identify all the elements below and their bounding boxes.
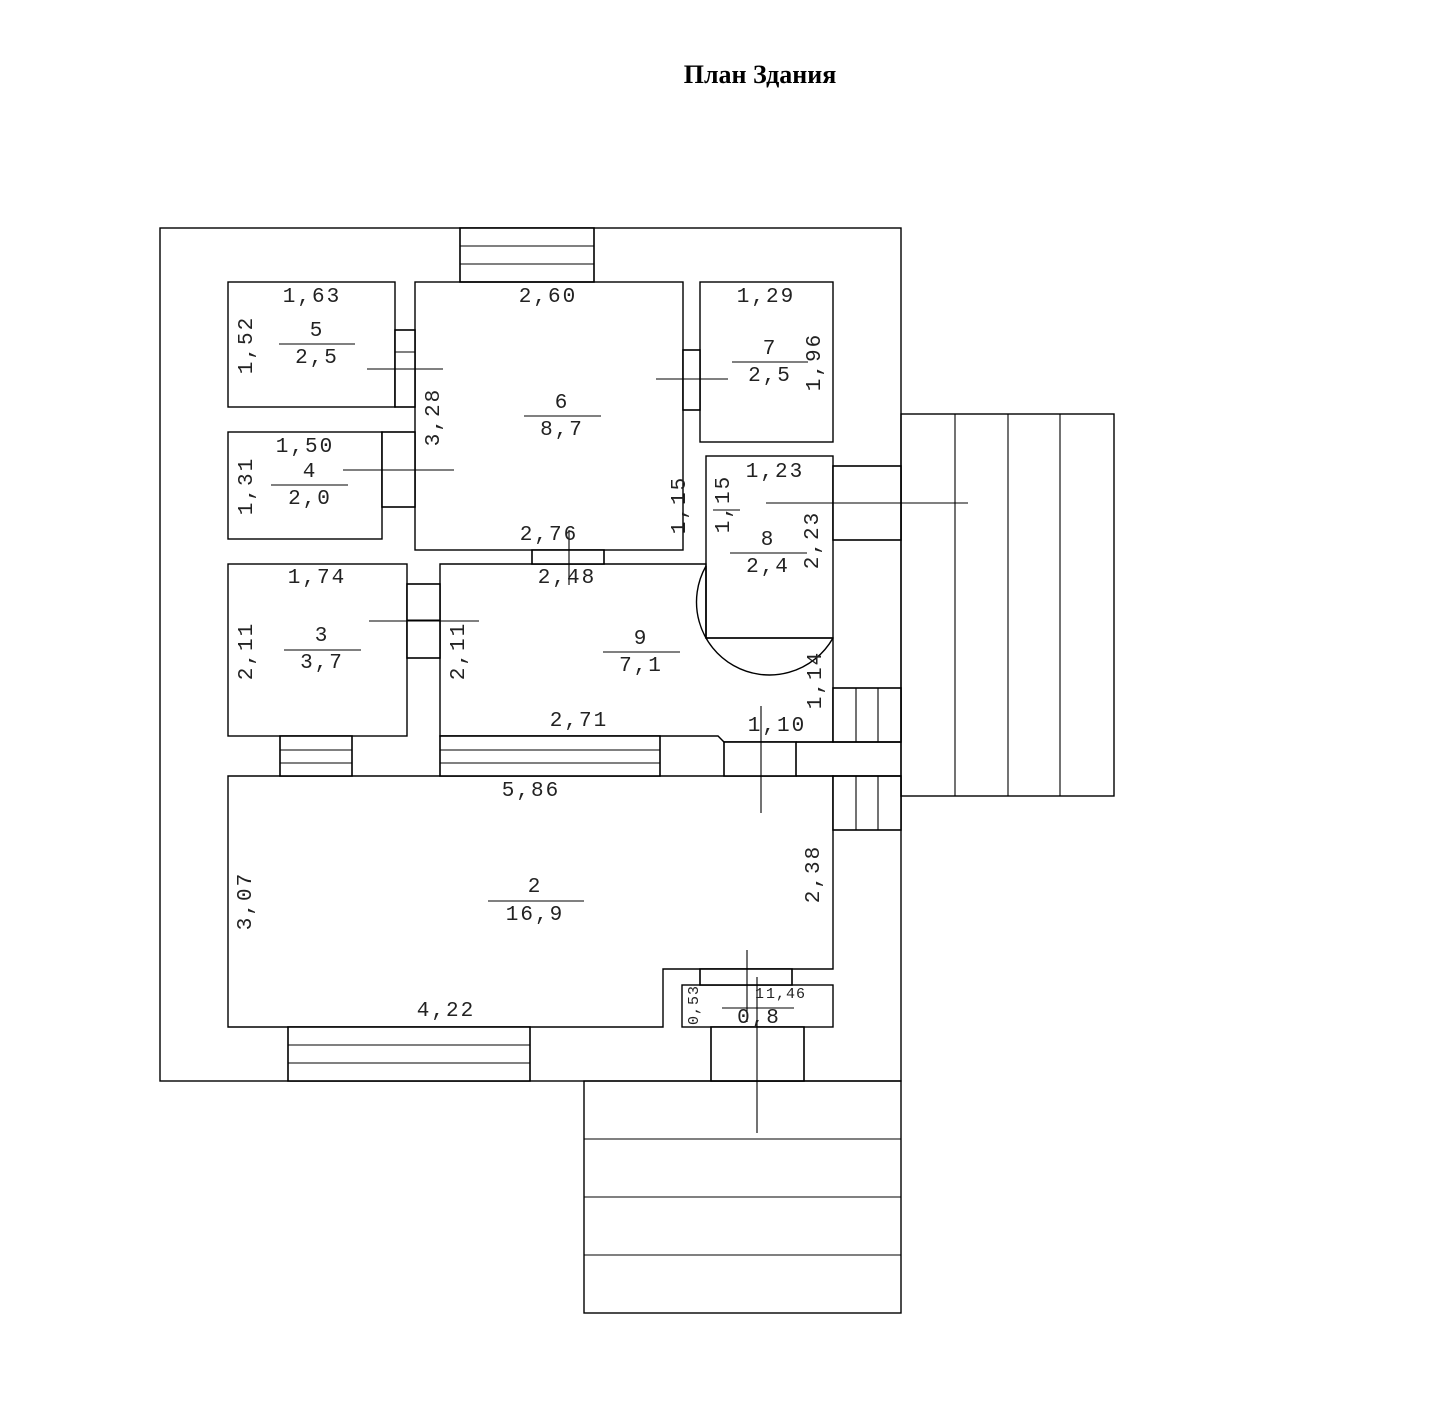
room-4-area: 2,0 [288,488,332,511]
room-2-right: 2,38 [803,845,826,903]
window-top [459,227,595,283]
room-7-width: 1,29 [737,286,795,309]
room-3-height: 2,11 [236,622,259,680]
door-markers [343,368,968,1133]
room-5-area: 2,5 [295,347,339,370]
room-5-number: 5 [310,320,325,343]
room-1-width: 1,46 [766,986,806,1003]
room-9-area: 7,1 [619,655,663,678]
porch-right [900,413,1115,797]
room-9-width-bottom: 2,71 [550,710,608,733]
room-8-left: 1,15 [713,475,736,533]
room-6-width-top: 2,60 [519,286,577,309]
fraction-lines [271,343,808,1009]
outer-wall [159,227,902,1082]
porch-bottom [583,1080,902,1314]
room-8-width: 1,23 [746,461,804,484]
room-9-number: 9 [634,628,649,651]
room-6-height: 3,28 [423,388,446,446]
room-7-height: 1,96 [804,333,827,391]
room-9-height: 2,11 [448,622,471,680]
room-8-number: 8 [761,529,776,552]
room-4-height: 1,31 [236,457,259,515]
room-2-width-bottom: 4,22 [417,1000,475,1023]
room-2-left: 3,07 [235,872,258,930]
room-6-area: 8,7 [540,419,584,442]
room-9-right: 1,14 [805,651,828,709]
room-5-height: 1,52 [236,316,259,374]
room-7-number: 7 [763,338,778,361]
room-1-area: 0,8 [737,1007,781,1030]
room-6-number: 6 [555,392,570,415]
room-7-area: 2,5 [748,365,792,388]
room-6-right: 1,15 [669,476,692,534]
room-4-width: 1,50 [276,436,334,459]
room-1-number: 1 [755,986,765,1003]
room-8-area: 2,4 [746,556,790,579]
door-arc-8 [695,565,834,676]
room-5-width: 1,63 [283,286,341,309]
room-1-height: 0,53 [686,985,703,1025]
room-3-number: 3 [315,625,330,648]
room-2-area: 16,9 [506,904,564,927]
room-4-number: 4 [303,461,318,484]
room-3-width: 1,74 [288,567,346,590]
room-9-width-top: 2,48 [538,567,596,590]
room-8-height: 2,23 [802,511,825,569]
room-9-right-bottom: 1,10 [748,715,806,738]
room-6-width-bottom: 2,76 [520,524,578,547]
room-3-area: 3,7 [300,652,344,675]
plan-title: План Здания [683,60,837,89]
room-2-width-top: 5,86 [502,780,560,803]
room-2-number: 2 [528,876,543,899]
